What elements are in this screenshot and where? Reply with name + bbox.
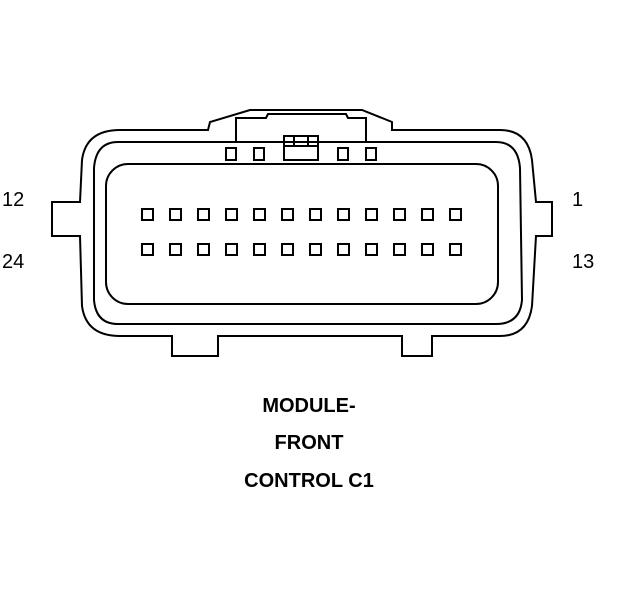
pin-cavity [169,243,182,256]
pin-cavity [141,208,154,221]
pin-cavity [197,208,210,221]
pin-cavity [337,208,350,221]
pin-cavity [393,208,406,221]
pin-cavity [253,208,266,221]
connector-pin-face [105,163,499,305]
pin-cavity [309,243,322,256]
pin-cavity [225,208,238,221]
pin-cavity [421,208,434,221]
pin-label-bottom-left: 24 [2,251,25,273]
latch-tab-1 [225,147,237,161]
pin-label-top-left: 12 [2,189,25,211]
pin-cavity [421,243,434,256]
pin-cavity [365,208,378,221]
caption-line-3: CONTROL C1 [244,470,374,492]
latch-tab-4 [365,147,377,161]
pin-cavity [281,243,294,256]
pin-cavity [169,208,182,221]
connector-inner-shell [93,141,524,325]
pin-cavities [141,208,462,256]
pin-cavity [449,208,462,221]
caption-line-1: MODULE- [262,395,356,417]
pin-cavity [253,243,266,256]
connector-outer-shell [51,109,553,357]
pin-cavity [141,243,154,256]
pin-cavity [225,243,238,256]
pin-cavity [393,243,406,256]
latch-tab-3 [337,147,349,161]
latch-lock-body [283,135,319,161]
pin-cavity [281,208,294,221]
pin-cavity [449,243,462,256]
caption-line-2: FRONT [274,432,344,454]
connector-latch [235,113,367,142]
pin-label-bottom-right: 13 [572,251,595,273]
pin-cavity [337,243,350,256]
pin-cavity [365,243,378,256]
pin-cavity [309,208,322,221]
pin-cavity [197,243,210,256]
latch-tab-2 [253,147,265,161]
pin-label-top-right: 1 [572,189,584,211]
